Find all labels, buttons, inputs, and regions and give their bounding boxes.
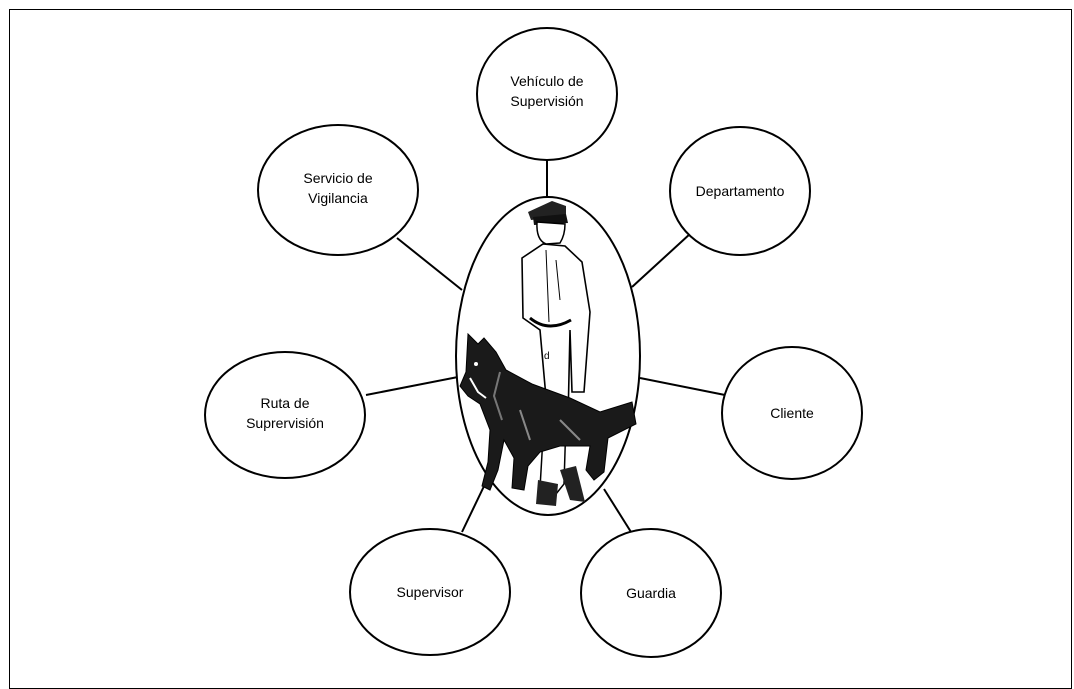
connector-cliente xyxy=(639,377,726,396)
node-departamento[interactable]: Departamento xyxy=(669,126,811,256)
node-vehiculo-ellipse[interactable] xyxy=(476,27,618,161)
connector-ruta xyxy=(365,376,459,396)
center-label: d xyxy=(544,351,550,362)
node-servicio-label-1: Servicio de xyxy=(303,170,372,186)
node-ruta-ellipse[interactable] xyxy=(204,351,366,479)
node-vehiculo[interactable]: Vehículo de Supervisión xyxy=(476,27,618,161)
node-cliente-label: Cliente xyxy=(770,405,814,421)
connector-servicio xyxy=(396,237,463,291)
connector-departamento xyxy=(631,232,692,288)
center-node: d xyxy=(455,196,641,516)
node-supervisor-label: Supervisor xyxy=(397,584,464,600)
connector-supervisor xyxy=(461,481,487,533)
node-ruta-label-2: Suprervisión xyxy=(246,415,324,431)
node-servicio[interactable]: Servicio de Vigilancia xyxy=(257,124,419,256)
node-vehiculo-label-1: Vehículo de xyxy=(510,73,583,89)
node-ruta-label-1: Ruta de xyxy=(260,395,309,411)
node-servicio-label-2: Vigilancia xyxy=(308,190,368,206)
node-servicio-ellipse[interactable] xyxy=(257,124,419,256)
node-departamento-label: Departamento xyxy=(696,183,785,199)
node-supervisor-ellipse[interactable] xyxy=(349,528,511,656)
node-ruta[interactable]: Ruta de Suprervisión xyxy=(204,351,366,479)
node-departamento-ellipse[interactable] xyxy=(669,126,811,256)
node-cliente[interactable]: Cliente xyxy=(721,346,863,480)
node-cliente-ellipse[interactable] xyxy=(721,346,863,480)
connector-guardia xyxy=(603,488,632,533)
node-guardia-label: Guardia xyxy=(626,585,676,601)
connectors xyxy=(365,160,726,533)
node-guardia-ellipse[interactable] xyxy=(580,528,722,658)
node-guardia[interactable]: Guardia xyxy=(580,528,722,658)
node-supervisor[interactable]: Supervisor xyxy=(349,528,511,656)
node-vehiculo-label-2: Supervisión xyxy=(510,93,583,109)
guard-dog-illustration xyxy=(459,201,637,506)
